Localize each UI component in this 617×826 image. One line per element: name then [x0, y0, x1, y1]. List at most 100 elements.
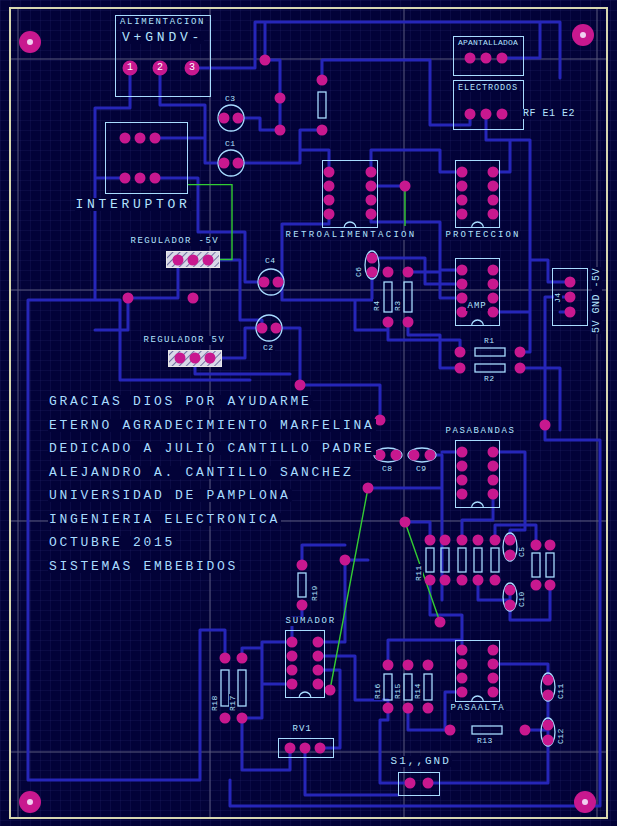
- resistor-symbol: [318, 92, 326, 118]
- component-ref: R3: [394, 299, 402, 312]
- connector-outline: APANTALLADOA: [453, 36, 524, 76]
- regulator-outline: REGULADOR 5V: [168, 350, 222, 367]
- dedication-note: ALEJANDRO A. CANTILLO SANCHEZ: [48, 466, 355, 479]
- hole-center: [30, 35, 585, 802]
- resistor-symbol: [298, 573, 306, 597]
- connector-ref: J4: [554, 291, 562, 304]
- component-ref: R4: [373, 299, 381, 312]
- dedication-note: UNIVERSIDAD DE PAMPLONA: [48, 489, 292, 502]
- resistor-symbol: [458, 548, 466, 572]
- power-pads: [130, 61, 192, 76]
- component-ref: C1: [224, 140, 237, 148]
- component-ref: R18: [211, 694, 219, 712]
- ic-name: PROTECCION: [445, 231, 522, 240]
- component-ref: C10: [518, 590, 526, 608]
- component-ref: C3: [224, 95, 237, 103]
- ratsnest-lines: [330, 186, 440, 690]
- connector-name: APANTALLADOA: [457, 39, 519, 47]
- switch-outline: INTERUPTOR: [105, 122, 188, 194]
- resistor-symbol: [546, 553, 554, 577]
- mounting-holes: [19, 24, 596, 813]
- component-ref: R1: [483, 337, 496, 345]
- component-ref: C11: [557, 682, 565, 700]
- resistor-symbol: [426, 548, 434, 572]
- connector-outline: S1,,GND: [398, 772, 440, 796]
- resistor-symbol: [474, 548, 482, 572]
- dedication-note: OCTUBRE 2015: [48, 536, 176, 549]
- component-ref: R16: [374, 682, 382, 700]
- connector-outline: J45V GND -5V: [552, 268, 588, 326]
- connector-outline: ELECTRODOS: [453, 80, 524, 130]
- ic-outline: PASAALTA: [455, 640, 500, 702]
- ic-name: PASAALTA: [450, 704, 506, 713]
- component-ref: R11: [415, 564, 423, 582]
- pad-number: 2: [156, 63, 164, 73]
- regulator-name: REGULADOR -5V: [130, 237, 220, 246]
- ic-outline: RETROALIMENTACION: [322, 160, 378, 228]
- resistor-symbol: [491, 548, 499, 572]
- component-ref: C12: [557, 727, 565, 745]
- resistor-symbol: [532, 553, 540, 577]
- component-ref: RV1: [292, 725, 313, 734]
- ic-outline: AMP: [455, 258, 500, 326]
- resistor-symbol: [475, 348, 505, 356]
- component-ref: R17: [229, 694, 237, 712]
- resistor-symbol: [221, 670, 229, 706]
- connector-name: S1,,GND: [390, 756, 452, 767]
- dedication-note: GRACIAS DIOS POR AYUDARME: [48, 395, 313, 408]
- component-ref: R13: [476, 737, 494, 745]
- resistor-symbol: [424, 674, 432, 700]
- copper-traces: [28, 22, 600, 806]
- ic-name: SUMADOR: [285, 617, 337, 626]
- ic-outline: SUMADOR: [285, 630, 325, 698]
- component-ref: C5: [518, 545, 526, 558]
- trimmer-outline: RV1: [278, 738, 334, 758]
- connector-name: ALIMENTACION: [119, 18, 206, 27]
- component-ref: R2: [483, 375, 496, 383]
- major-grid: [10, 8, 607, 818]
- component-ref: R14: [414, 682, 422, 700]
- dedication-note: ETERNO AGRADECIMIENTO MARFELINA: [48, 419, 376, 432]
- ic-outline: PROTECCION: [455, 160, 500, 228]
- ic-name: AMP: [466, 302, 487, 311]
- component-ref: C4: [264, 257, 277, 265]
- component-ref: C2: [262, 344, 275, 352]
- dedication-note: DEDICADO A JULIO CANTILLO PADRE: [48, 442, 376, 455]
- resistor-symbol: [384, 674, 392, 700]
- regulator-outline: REGULADOR -5V: [166, 251, 220, 268]
- dedication-note: SISTEMAS EMBEBIDOS: [48, 560, 239, 573]
- pin-names: V+GNDV-: [121, 31, 204, 44]
- switch-name: INTERUPTOR: [75, 198, 192, 211]
- resistor-symbol: [238, 670, 246, 706]
- resistor-symbol: [441, 548, 449, 572]
- ic-name: RETROALIMENTACION: [285, 231, 418, 240]
- regulator-name: REGULADOR 5V: [143, 336, 227, 345]
- resistor-symbol: [475, 364, 505, 372]
- connector-outline: ALIMENTACION V+GNDV-: [115, 15, 211, 97]
- resistor-symbol: [404, 282, 412, 312]
- ratsnest-line: [188, 185, 232, 260]
- component-ref: R15: [394, 682, 402, 700]
- pin-names: RF E1 E2: [522, 109, 576, 119]
- resistor-symbol: [384, 282, 392, 312]
- pad-number: 1: [126, 63, 134, 73]
- component-ref: C9: [415, 465, 428, 473]
- pad-number: 3: [188, 63, 196, 73]
- connector-name: ELECTRODOS: [457, 84, 519, 93]
- dedication-note: INGENIERIA ELECTRONICA: [48, 513, 281, 526]
- resistor-symbol: [472, 726, 502, 734]
- component-ref: R19: [311, 584, 319, 602]
- resistor-symbol: [404, 674, 412, 700]
- ic-outline: PASABANDAS: [455, 440, 500, 508]
- pin-names: 5V GND -5V: [592, 267, 602, 334]
- pad: [130, 61, 192, 76]
- board-outline: [10, 8, 607, 818]
- ic-name: PASABANDAS: [445, 427, 517, 436]
- component-ref: C8: [381, 465, 394, 473]
- component-ref: C6: [355, 265, 363, 278]
